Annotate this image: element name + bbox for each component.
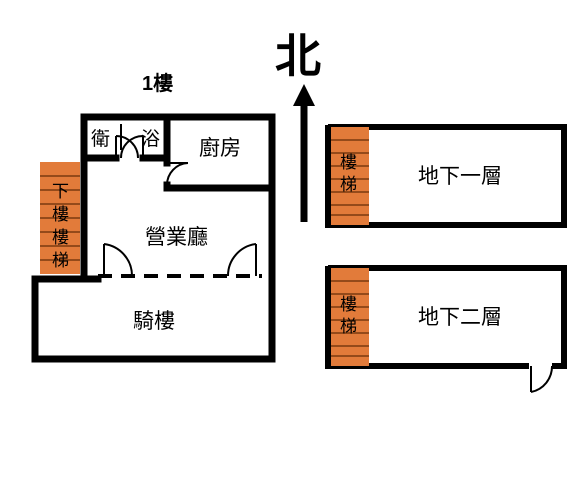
floor1-walls <box>31 113 276 363</box>
floor1-restroom-doors <box>115 124 144 159</box>
room-arcade-label: 騎樓 <box>133 309 175 333</box>
basement1-title: 地下一層 <box>418 164 502 188</box>
basement1-stair-fill <box>328 127 369 225</box>
floor1-stair-label-4: 梯 <box>52 251 69 271</box>
north-label: 北 <box>275 29 321 83</box>
basement1-stair-label-1: 樓 <box>340 153 357 173</box>
basement1-stair-label-2: 梯 <box>340 175 357 195</box>
floor1-staircase: 下 樓 樓 梯 <box>40 162 80 274</box>
basement2-stair-label-2: 梯 <box>340 317 357 337</box>
floor1-stair-label-3: 樓 <box>52 228 69 248</box>
basement1-plan: 樓 梯 地下一層 <box>325 124 567 228</box>
north-arrow-head <box>293 84 315 106</box>
north-arrow: 北 <box>275 29 321 222</box>
room-toilet-label: 衛 <box>91 128 110 150</box>
basement2-stair-label-1: 樓 <box>340 295 357 315</box>
floor1-hall-doors <box>103 243 257 277</box>
room-business-hall-label: 營業廳 <box>145 225 208 249</box>
basement2-title: 地下二層 <box>418 305 502 329</box>
floor1-kitchen-door <box>165 162 189 186</box>
room-bath-label: 浴 <box>141 128 160 150</box>
basement2-stair-fill <box>328 268 369 366</box>
room-kitchen-label: 廚房 <box>199 136 241 160</box>
floor1-stair-label-1: 下 <box>52 182 69 202</box>
basement2-plan: 樓 梯 地下二層 <box>325 265 567 393</box>
floor1-stair-label-2: 樓 <box>52 205 69 225</box>
floor1-title: 1樓 <box>142 72 173 95</box>
